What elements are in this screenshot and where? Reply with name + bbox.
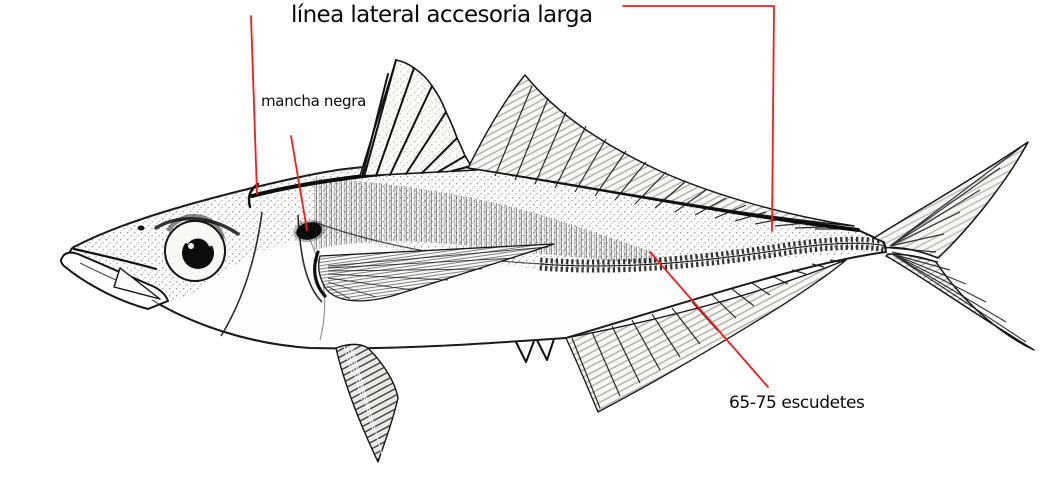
- fish-head: [59, 211, 325, 347]
- annotation-label-mancha-negra: mancha negra: [261, 92, 367, 110]
- caudal-lower-hatch: [886, 254, 1034, 350]
- pectoral-fin: [313, 243, 555, 302]
- annotation-line-mancha-negra: [290, 135, 308, 231]
- pectoral-fin-base: [313, 250, 327, 298]
- maxilla-wedge: [113, 267, 161, 300]
- anal-fin-rays: [571, 259, 841, 409]
- scute-band-midline: [539, 242, 887, 267]
- annotation-line-escudetes: [649, 251, 769, 388]
- annotation-line-lateral-front: [250, 15, 258, 195]
- caudal-rays: [889, 147, 1027, 343]
- annotation-lines: [250, 5, 775, 388]
- annotation-label-escudetes: 65-75 escudetes: [729, 393, 865, 413]
- anal-fin: [515, 259, 847, 413]
- opercle-edge: [297, 214, 323, 303]
- flank-striation-band: [314, 178, 655, 264]
- eye-brow-arc: [154, 217, 240, 236]
- pectoral-fin-hatch: [318, 244, 554, 301]
- eye-iris-crescent: [184, 234, 213, 247]
- second-dorsal-fin: [467, 74, 855, 230]
- annotation-line-lateral-rear: [622, 5, 775, 232]
- pelvic-fin-rays: [343, 345, 384, 459]
- figure-title: línea lateral accesoria larga: [291, 2, 593, 28]
- first-dorsal-fin: [359, 59, 478, 178]
- caudal-fin: [873, 141, 1035, 351]
- pelvic-fin-hatch: [336, 344, 398, 462]
- first-dorsal-spines: [361, 59, 472, 178]
- mouth-gape-line: [72, 247, 158, 271]
- preopercle-edge: [220, 211, 263, 337]
- eye-glint: [188, 243, 194, 249]
- eye-socket-shadow: [166, 213, 226, 240]
- second-dorsal-hatch: [468, 75, 854, 226]
- pectoral-fin-rays: [326, 246, 549, 300]
- branchiostegal-curve: [151, 299, 295, 347]
- nostril: [137, 225, 145, 231]
- pelvic-fin: [335, 343, 399, 463]
- anal-detached-spines: [515, 338, 555, 363]
- fish-eye: [154, 213, 240, 282]
- mancha-negra-spot: [293, 219, 325, 243]
- second-dorsal-rays: [494, 85, 842, 230]
